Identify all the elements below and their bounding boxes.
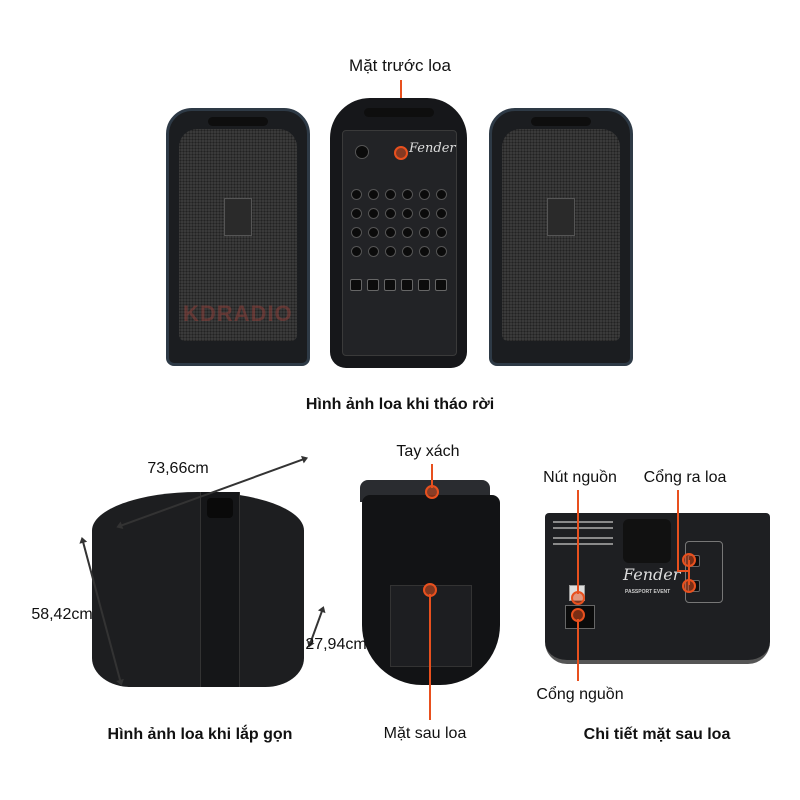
- mixer-unit: Fender: [330, 98, 467, 368]
- channel-knob: [385, 189, 396, 200]
- left-speaker: KDRADIO: [166, 108, 310, 366]
- fan-vent: [623, 519, 671, 563]
- channel-knob: [419, 246, 430, 257]
- height-label: 58,42cm: [31, 606, 93, 623]
- power-port-label: Cổng nguồn: [536, 686, 624, 703]
- handle-callout-dot: [425, 485, 439, 499]
- rear-callout-dot: [423, 583, 437, 597]
- rear-label: Mặt sau loa: [383, 725, 467, 742]
- handle-callout-line: [431, 464, 433, 488]
- channel-knob: [385, 246, 396, 257]
- top-caption: Hình ảnh loa khi tháo rời: [305, 396, 495, 413]
- center-seam: [200, 492, 240, 687]
- input-jack: [350, 279, 362, 291]
- input-jack: [401, 279, 413, 291]
- depth-label: 27,94cm: [305, 636, 367, 653]
- channel-knob: [402, 208, 413, 219]
- speaker-out-callout-dot: [682, 553, 696, 567]
- fender-badge: [547, 197, 575, 236]
- speaker-out-callout-branch: [688, 560, 690, 585]
- channel-knob: [436, 189, 447, 200]
- power-port-callout-dot: [571, 608, 585, 622]
- channel-knob: [368, 227, 379, 238]
- handle-icon: [207, 498, 233, 518]
- speaker-out-callout-line: [677, 490, 679, 570]
- rear-speaker: [362, 495, 500, 685]
- speaker-grille: [179, 129, 297, 341]
- watermark: KDRADIO: [183, 301, 293, 326]
- channel-knob: [385, 208, 396, 219]
- master-volume-knob: [355, 145, 369, 159]
- channel-knob: [402, 246, 413, 257]
- channel-knob: [419, 208, 430, 219]
- handle-icon: [531, 117, 591, 126]
- input-jack: [367, 279, 379, 291]
- channel-knob: [419, 189, 430, 200]
- front-label: Mặt trước loa: [349, 56, 451, 75]
- input-jack: [435, 279, 447, 291]
- packed-speaker: [92, 492, 304, 687]
- input-jack: [384, 279, 396, 291]
- fender-logo: Fender: [409, 141, 456, 156]
- width-label: 73,66cm: [147, 460, 209, 477]
- speaker-out-label: Cổng ra loa: [643, 469, 727, 486]
- channel-knob: [351, 189, 362, 200]
- power-switch-callout-dot: [571, 591, 585, 605]
- channel-knob: [368, 208, 379, 219]
- channel-knob: [402, 189, 413, 200]
- channel-knob: [368, 246, 379, 257]
- model-name: PASSPORT EVENT: [625, 589, 671, 595]
- channel-knob: [436, 246, 447, 257]
- channel-knob: [419, 227, 430, 238]
- fender-badge: [224, 197, 252, 236]
- rear-callout-line: [429, 594, 431, 720]
- speaker-out-callout-branch: [677, 570, 689, 572]
- channel-knob: [436, 227, 447, 238]
- channel-knob: [385, 227, 396, 238]
- channel-knob: [402, 227, 413, 238]
- speaker-output-box: [685, 541, 723, 603]
- channel-knob: [351, 227, 362, 238]
- back-panel: Fender PASSPORT EVENT: [545, 513, 770, 664]
- power-port-callout-line: [577, 619, 579, 681]
- front-callout-dot: [394, 146, 408, 160]
- power-switch-callout-line: [577, 490, 579, 594]
- right-speaker: [489, 108, 633, 366]
- handle-icon: [208, 117, 268, 126]
- back-fender-logo: Fender: [623, 565, 681, 584]
- handle-icon: [363, 108, 434, 117]
- packed-caption: Hình ảnh loa khi lắp gọn: [107, 726, 293, 743]
- channel-knob: [368, 189, 379, 200]
- mixer-panel: Fender: [342, 130, 457, 356]
- speaker-out-callout-dot: [682, 579, 696, 593]
- input-jack: [418, 279, 430, 291]
- handle-label: Tay xách: [396, 443, 460, 460]
- back-panel-caption: Chi tiết mặt sau loa: [583, 726, 731, 743]
- channel-knob: [436, 208, 447, 219]
- rear-label-plate: [390, 585, 472, 667]
- power-switch-label: Nút nguồn: [543, 469, 617, 486]
- channel-knob: [351, 208, 362, 219]
- channel-knob: [351, 246, 362, 257]
